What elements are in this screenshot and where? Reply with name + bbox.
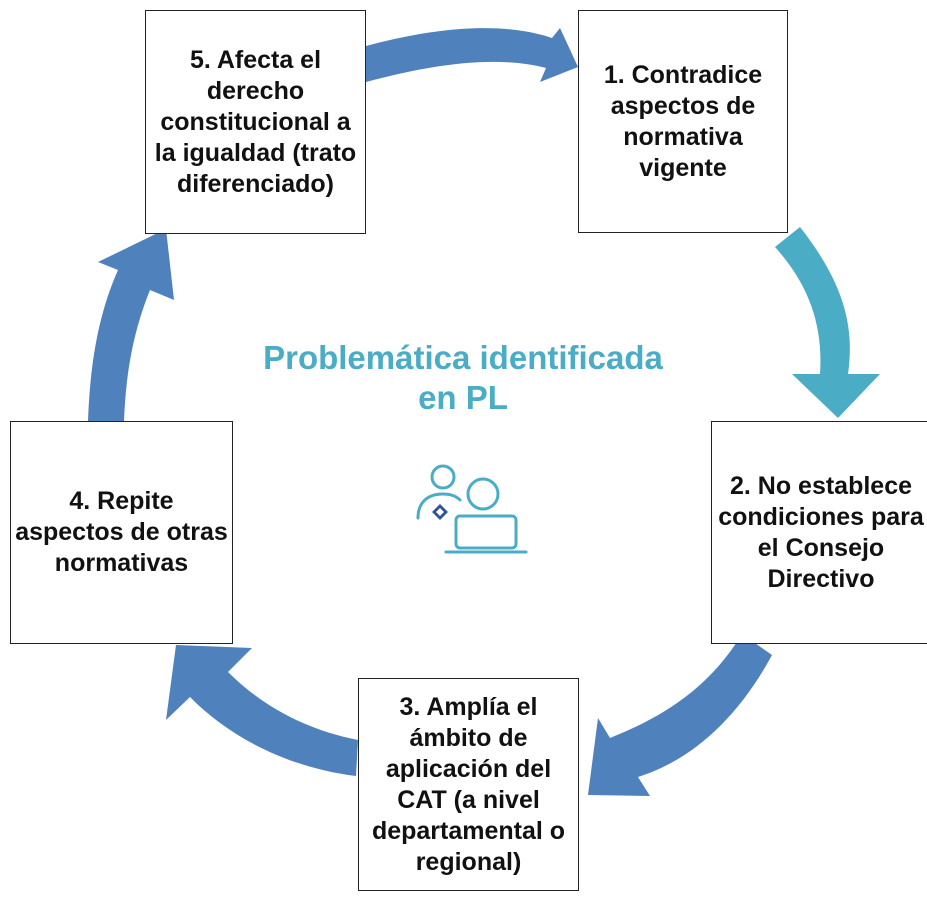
step-3-label: 3. Amplía el ámbito de aplicación del CA… xyxy=(371,692,566,876)
arrow-step5-to-step1 xyxy=(366,28,578,82)
arrow-step2-to-step3 xyxy=(588,634,772,796)
people-at-computer-icon xyxy=(416,464,528,554)
arrow-step3-to-step4 xyxy=(166,645,358,776)
step-2-label: 2. No establece condiciones para el Cons… xyxy=(718,471,924,593)
step-1-label: 1. Contradice aspectos de normativa vige… xyxy=(603,60,763,182)
arrow-step1-to-step2 xyxy=(775,227,880,418)
arrow-step4-to-step5 xyxy=(88,229,174,421)
step-5-label: 5. Afecta el derecho constitucional a la… xyxy=(154,45,357,198)
step-4-label: 4. Repite aspectos de otras normativas xyxy=(15,487,228,577)
center-title: Problemática identificada en PL xyxy=(263,339,663,416)
step-4-box: 4. Repite aspectos de otras normativas xyxy=(10,421,233,644)
step-2-box: 2. No establece condiciones para el Cons… xyxy=(711,421,927,644)
step-3-box: 3. Amplía el ámbito de aplicación del CA… xyxy=(358,678,579,891)
step-1-box: 1. Contradice aspectos de normativa vige… xyxy=(578,10,788,233)
step-5-box: 5. Afecta el derecho constitucional a la… xyxy=(145,10,366,234)
